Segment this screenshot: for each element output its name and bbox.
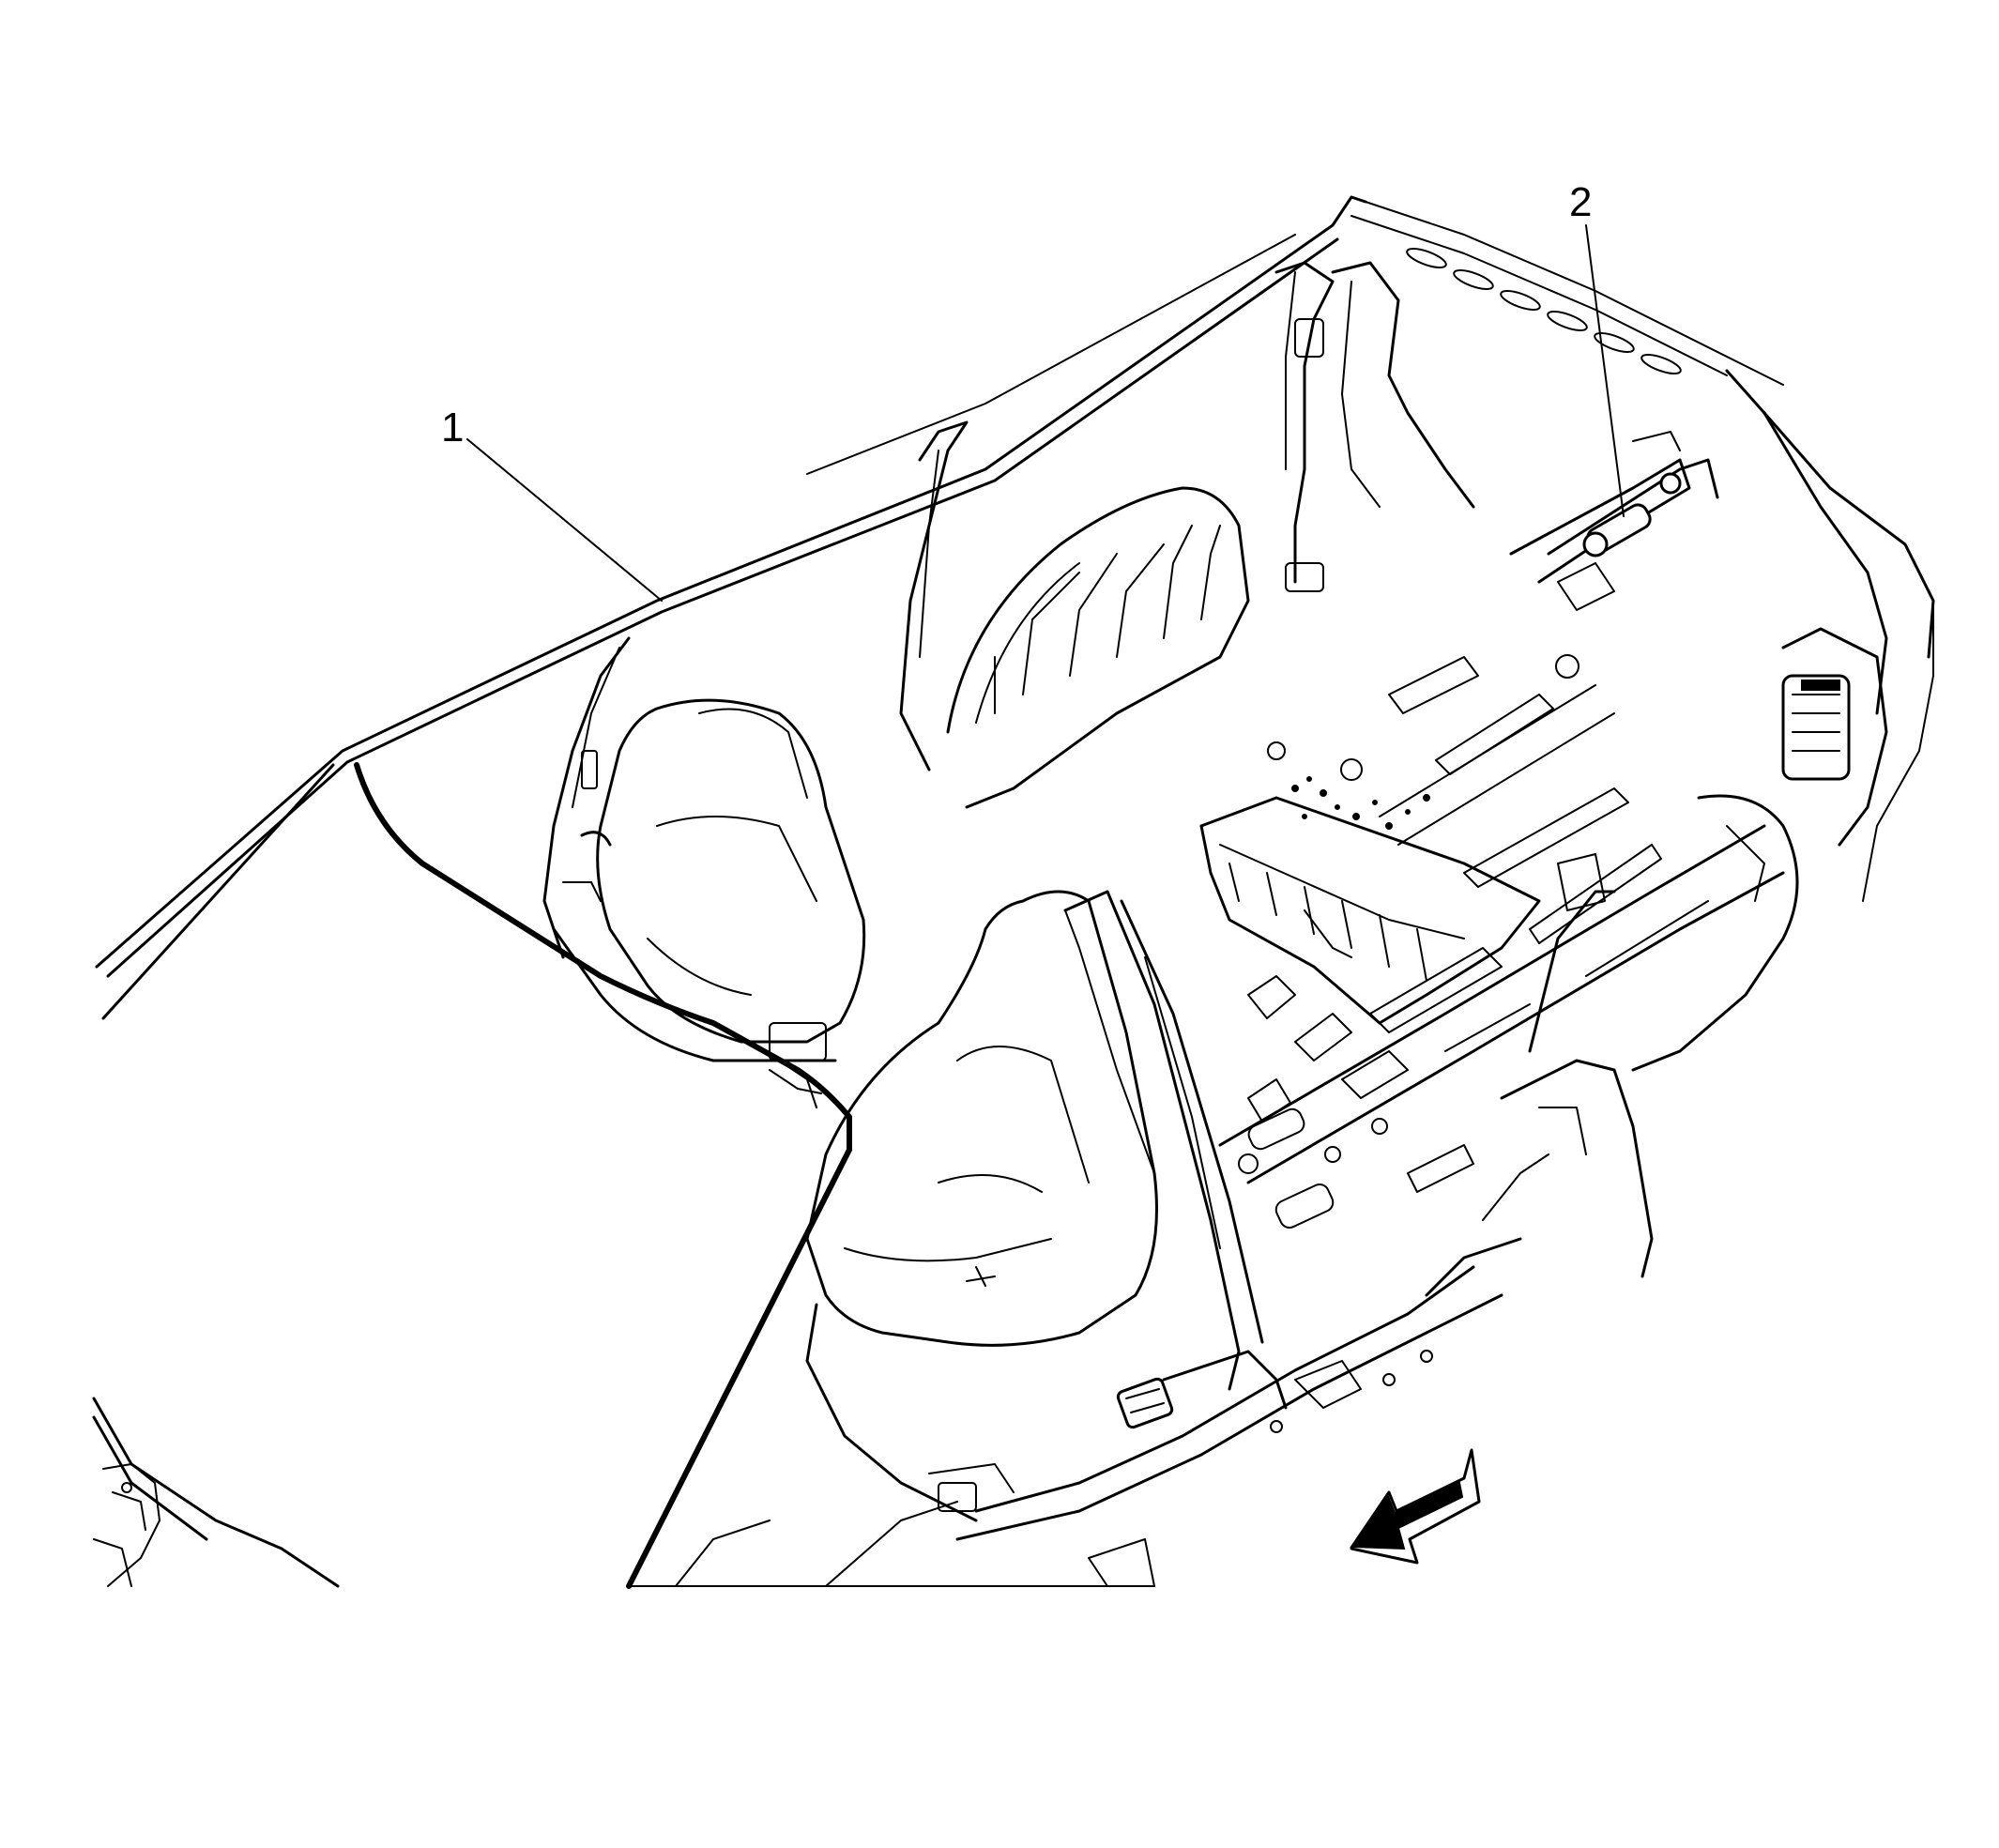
callout-1: 1 xyxy=(441,405,663,602)
c-pillar-left xyxy=(1274,261,1475,592)
right-rear-quarter xyxy=(1425,627,1888,1297)
rear-floor-panel xyxy=(1199,796,1541,1025)
callout-2-leader xyxy=(1585,224,1625,517)
rocker-sill xyxy=(675,1265,1503,1587)
floor-speckles xyxy=(1291,776,1430,830)
passenger-seat xyxy=(805,890,1158,1522)
floor-channels xyxy=(1218,654,1785,1184)
dash-corner xyxy=(93,1463,160,1587)
roof-outline xyxy=(95,195,1935,978)
driver-seat xyxy=(552,698,866,1108)
b-pillar xyxy=(1063,890,1288,1429)
callout-1-leader xyxy=(466,438,663,602)
rear-shelf-module xyxy=(1509,431,1719,611)
callout-2: 2 xyxy=(1569,179,1625,517)
left-door-opening xyxy=(542,636,631,959)
roof-rail-slots xyxy=(1406,248,1682,374)
front-direction-arrow xyxy=(1350,1448,1481,1565)
windshield xyxy=(92,762,852,1589)
floor-features xyxy=(1238,947,1531,1229)
callout-2-label: 2 xyxy=(1569,179,1592,225)
rear-wheelhouse xyxy=(899,420,1250,809)
callout-1-label: 1 xyxy=(441,405,464,451)
